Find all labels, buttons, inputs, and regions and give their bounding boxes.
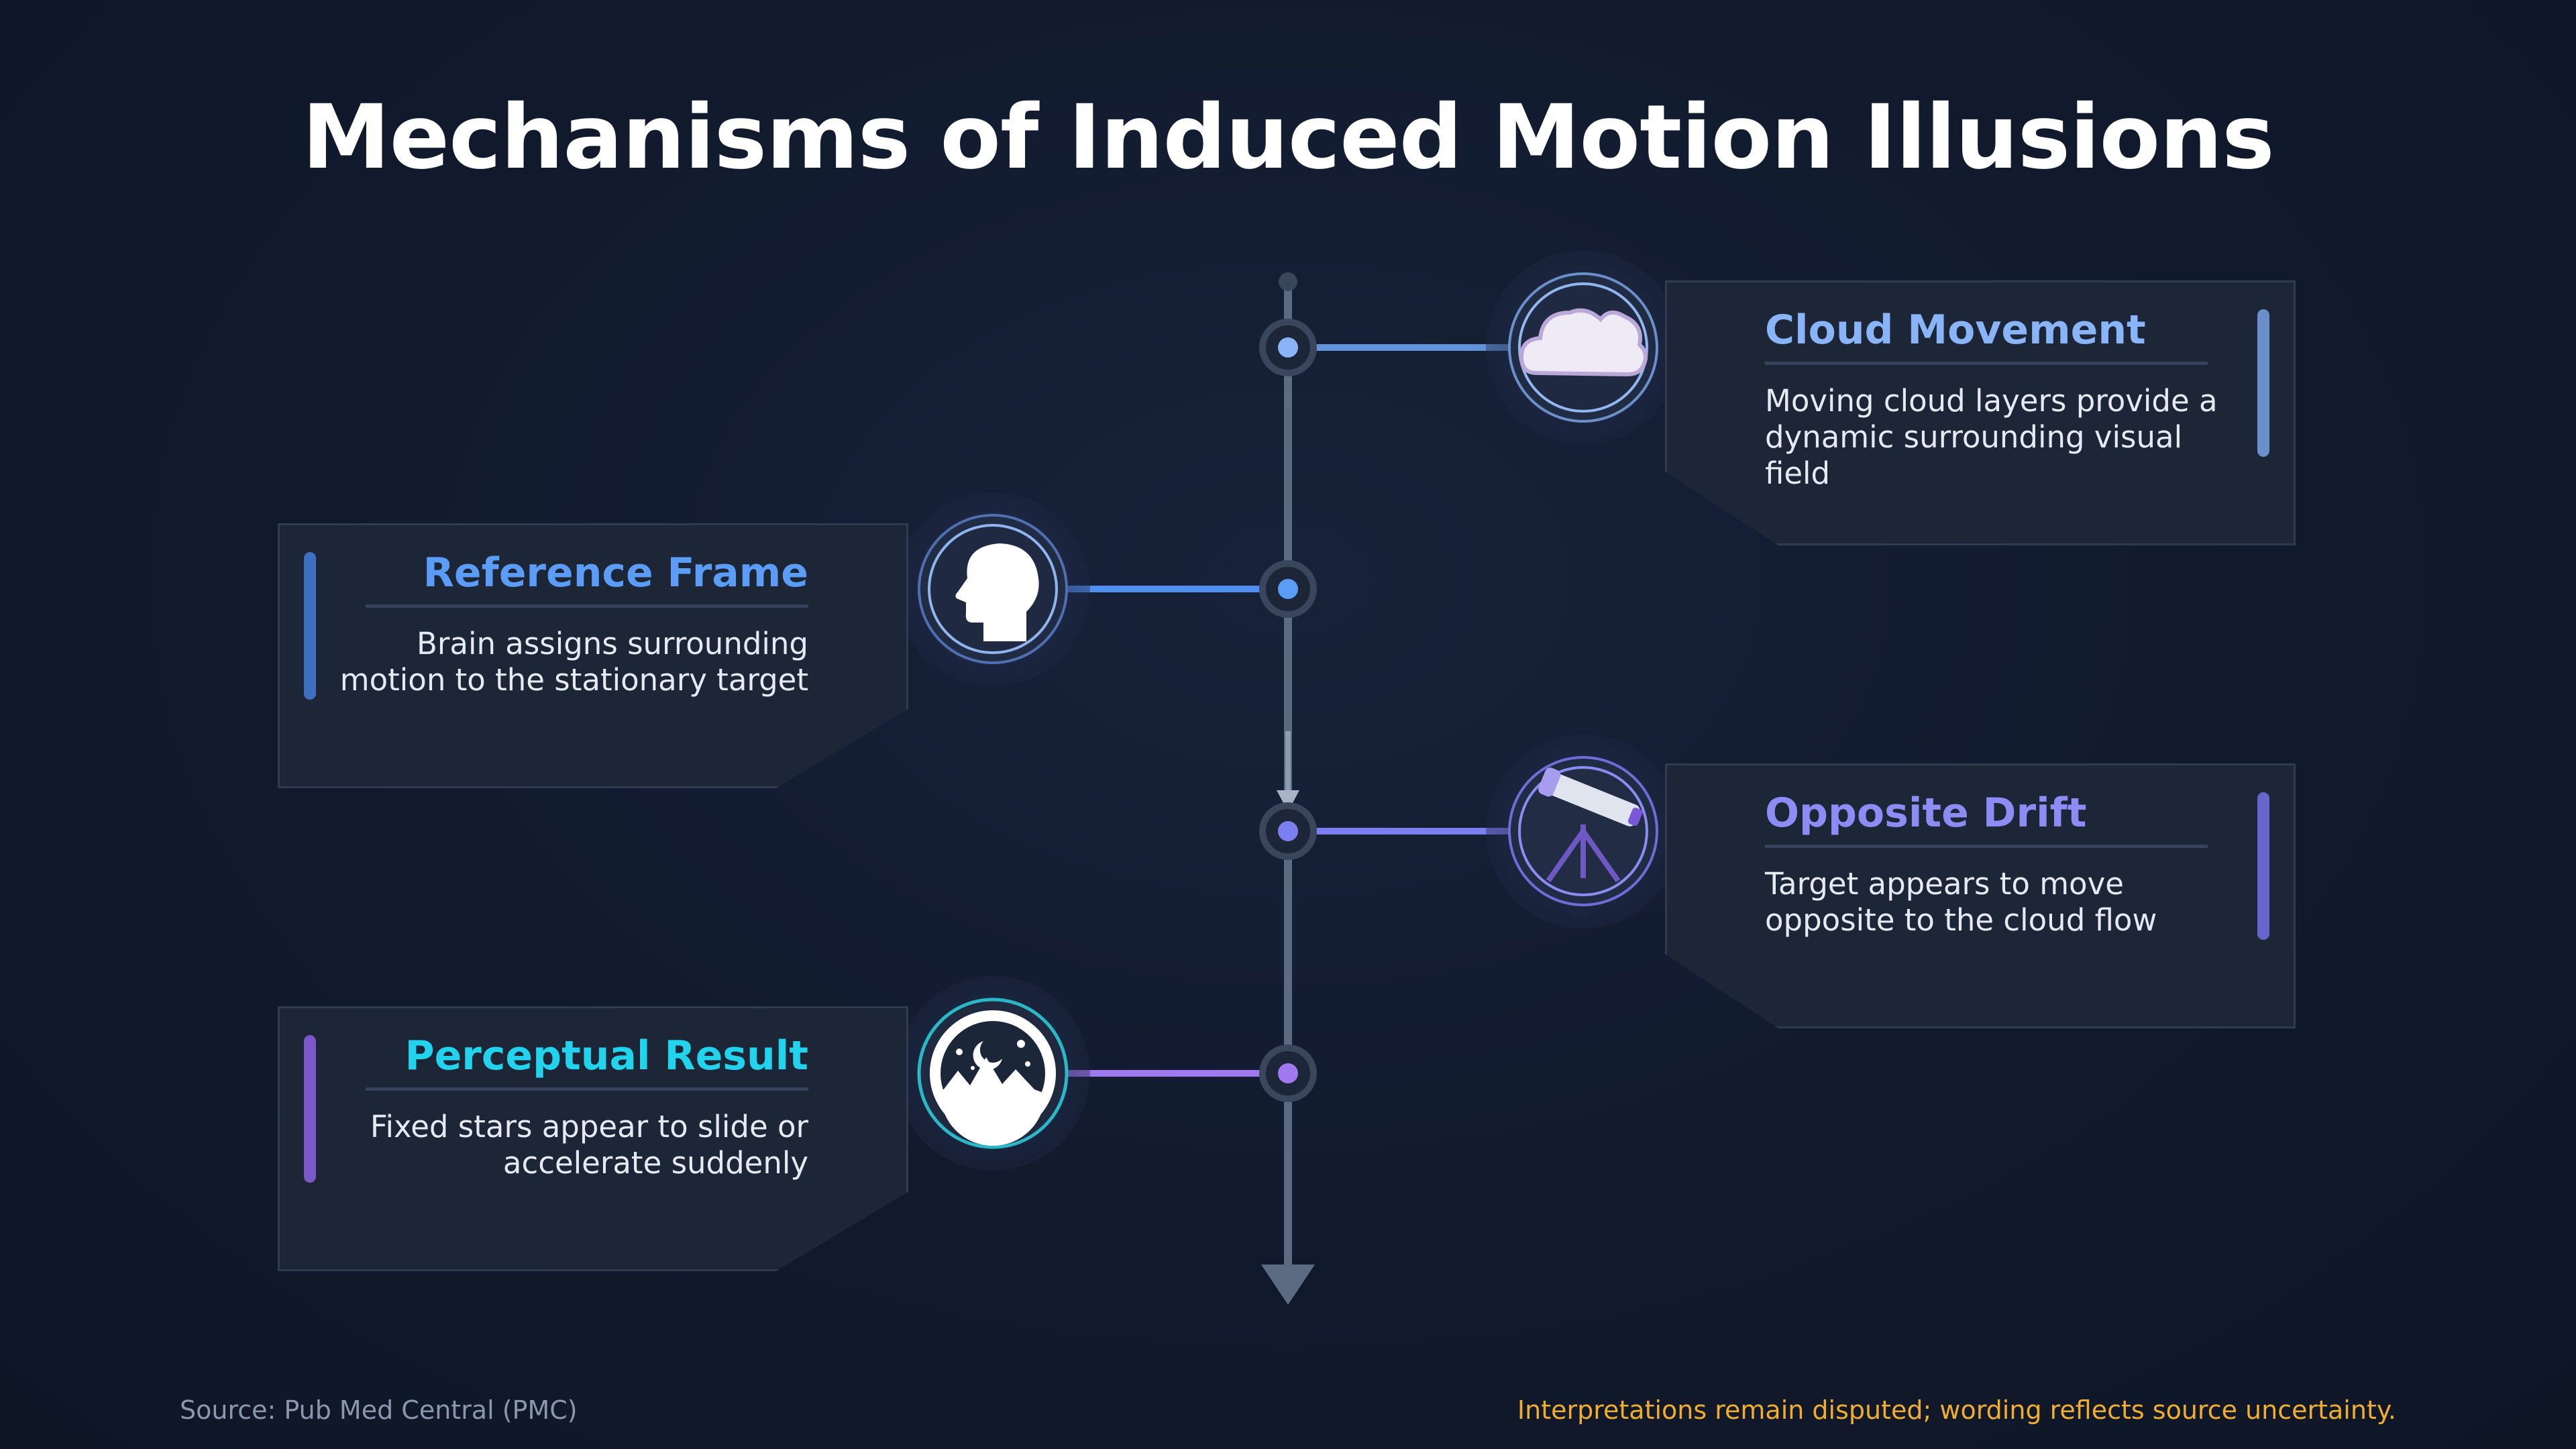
source-note: Source: Pub Med Central (PMC) (180, 1395, 578, 1425)
node-title: Perceptual Result (405, 1032, 808, 1079)
spine-dot-reference-frame (1259, 560, 1317, 618)
accent-bar (2257, 792, 2269, 940)
node-perceptual-result: Perceptual Result Fixed stars appear to … (278, 1006, 908, 1271)
title-underline (1765, 845, 2208, 848)
spine-dot-perceptual-result (1259, 1044, 1317, 1102)
accent-bar (2257, 309, 2269, 457)
disclaimer-note: Interpretations remain disputed; wording… (1517, 1395, 2396, 1425)
night-sky-icon (896, 976, 1090, 1171)
mid-arrowhead (1277, 790, 1299, 812)
node-description: Target appears to move opposite to the c… (1765, 866, 2157, 938)
cloud-icon (1486, 250, 1680, 445)
title-underline (366, 1087, 808, 1091)
node-description: Moving cloud layers provide a dynamic su… (1765, 383, 2218, 491)
timeline-arrowhead (1261, 1265, 1315, 1305)
title-underline (366, 604, 808, 608)
node-description: Brain assigns surrounding motion to the … (339, 626, 808, 698)
telescope-icon (1486, 734, 1680, 928)
accent-bar (304, 552, 316, 700)
node-reference-frame: Reference Frame Brain assigns surroundin… (278, 523, 908, 788)
node-cloud-movement: Cloud Movement Moving cloud layers provi… (1665, 280, 2296, 545)
spine-dot-cloud-movement (1259, 319, 1317, 376)
node-title: Opposite Drift (1765, 790, 2087, 837)
spine-dot-opposite-drift (1259, 802, 1317, 860)
accent-bar (304, 1035, 316, 1183)
title-underline (1765, 362, 2208, 365)
timeline-start-cap (1279, 272, 1297, 291)
node-description: Fixed stars appear to slide or accelerat… (370, 1109, 808, 1181)
page-title: Mechanisms of Induced Motion Illusions (302, 86, 2274, 189)
head-silhouette-icon (896, 492, 1090, 686)
node-title: Reference Frame (423, 549, 808, 596)
node-title: Cloud Movement (1765, 307, 2146, 354)
node-opposite-drift: Opposite Drift Target appears to move op… (1665, 763, 2296, 1028)
